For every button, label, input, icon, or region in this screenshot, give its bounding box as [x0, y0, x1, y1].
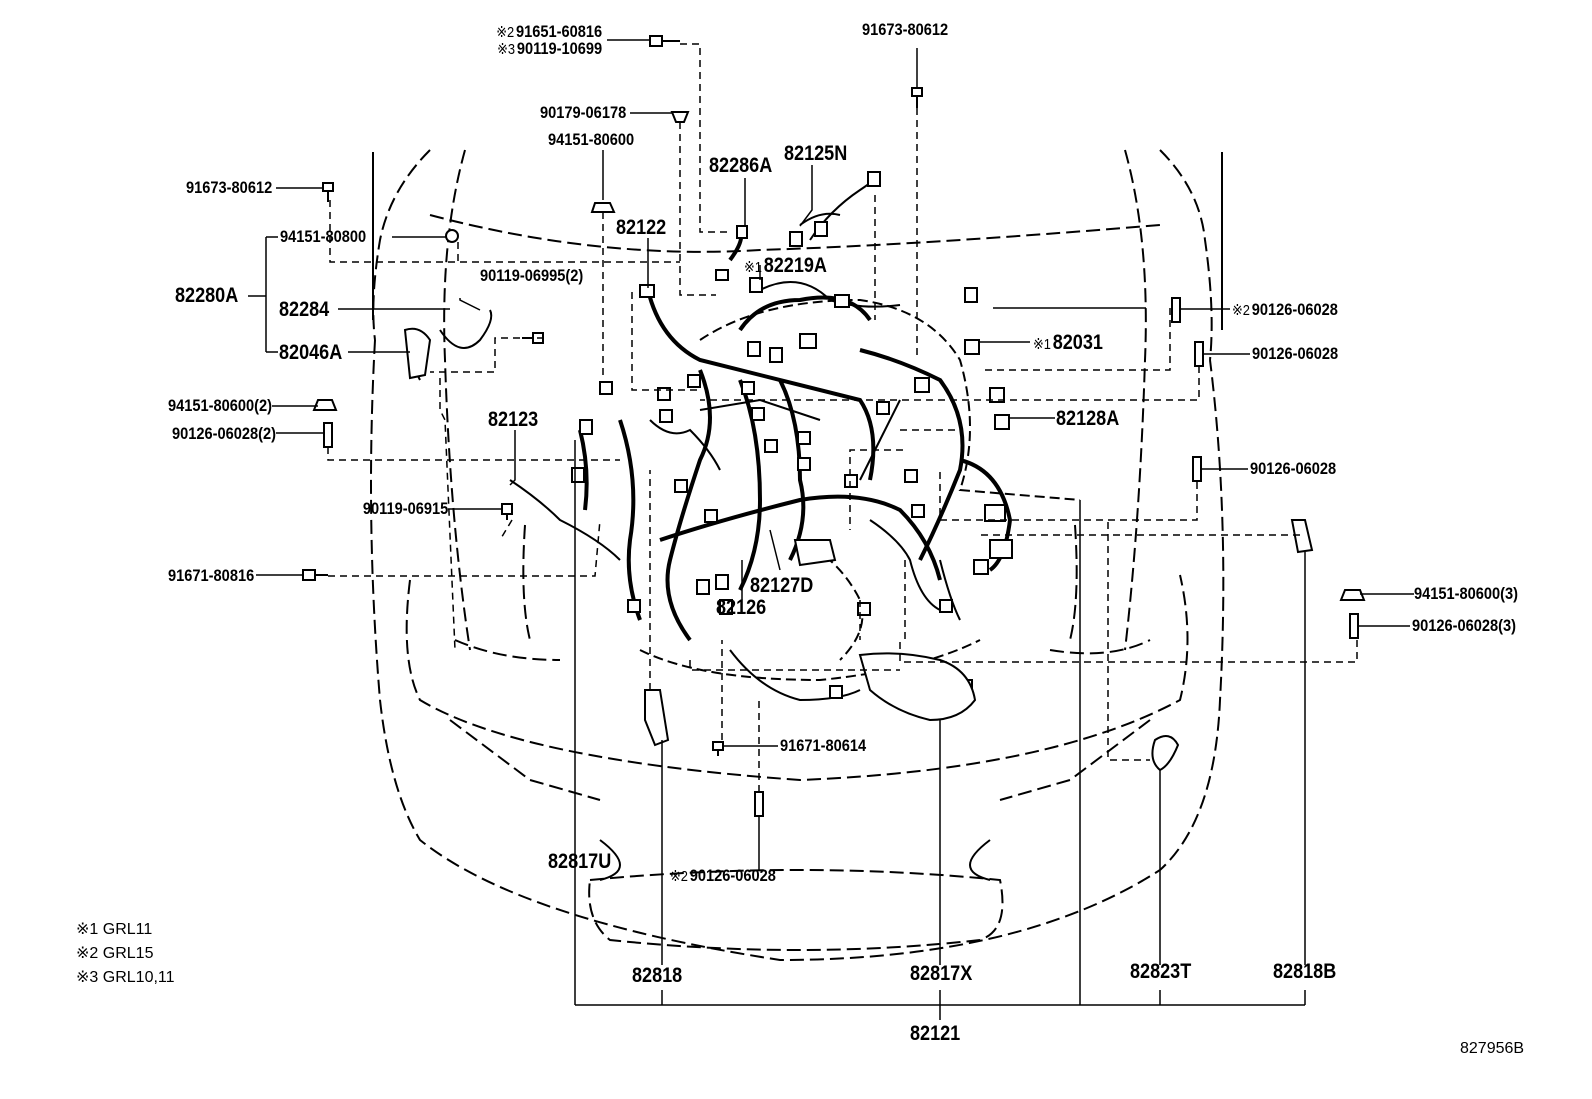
engine-outline — [639, 298, 1081, 682]
side-lines — [372, 152, 1223, 881]
label-94151-80800: 94151-80800 — [280, 227, 367, 246]
label-94151-80600-2: 94151-80600(2) — [167, 396, 272, 415]
label-82818B: 82818B — [1273, 960, 1337, 983]
label-90126-06028-r2: 90126-06028 — [1250, 459, 1337, 478]
label-90126-06028-3: 90126-06028(3) — [1412, 616, 1517, 635]
label-82128A: 82128A — [1056, 407, 1120, 430]
label-82122: 82122 — [616, 216, 667, 239]
clip-icon — [445, 229, 459, 243]
label-82125N: 82125N — [784, 142, 848, 165]
bolt-icon — [649, 35, 680, 47]
nut-icon — [590, 202, 616, 213]
bolt-icon — [302, 569, 328, 581]
stud-icon — [1349, 613, 1359, 639]
clip-icon — [670, 111, 690, 123]
nut-icon — [312, 399, 338, 411]
label-91673-80612-top: 91673-80612 — [862, 20, 949, 39]
figure-reference-id: 827956B — [1460, 1040, 1525, 1057]
label-82817U: 82817U — [548, 850, 612, 873]
label-82818: 82818 — [632, 964, 683, 987]
label-91671-80816: 91671-80816 — [167, 566, 254, 585]
label-82031: ※182031 — [1033, 331, 1103, 354]
label-82280A: 82280A — [175, 284, 239, 307]
stud-icon — [1194, 341, 1204, 367]
label-90119-06995-2: 90119-06995(2) — [480, 266, 584, 285]
body-outline — [370, 149, 1225, 962]
bolt-icon — [501, 503, 513, 520]
harness-fine — [413, 174, 961, 702]
applicability-notes: ※1 GRL11 ※2 GRL15 ※3 GRL10,11 — [76, 918, 175, 990]
bolt-icon — [712, 741, 724, 756]
label-94151-80600: 94151-80600 — [548, 130, 635, 149]
label-82046A: 82046A — [279, 341, 343, 364]
label-94151-80600-3: 94151-80600(3) — [1414, 584, 1519, 603]
label-90119-06915: 90119-06915 — [362, 499, 448, 518]
label-90126-06028-2: 90126-06028(2) — [171, 424, 276, 443]
label-82127D: 82127D — [750, 574, 814, 597]
label-82121: 82121 — [910, 1022, 961, 1045]
label-82284: 82284 — [279, 298, 330, 321]
note-3: ※3 GRL10,11 — [76, 969, 175, 986]
nut-icon — [1339, 589, 1366, 601]
label-90179-06178: 90179-06178 — [539, 103, 626, 122]
protectors — [403, 327, 1314, 772]
stud-icon — [754, 791, 764, 817]
label-91671-80614: 91671-80614 — [780, 736, 867, 755]
note-1: ※1 GRL11 — [76, 921, 153, 938]
label-90126-06028-r1: 90126-06028 — [1252, 344, 1339, 363]
label-91673-80612-left: 91673-80612 — [185, 178, 272, 197]
note-2: ※2 GRL15 — [76, 945, 154, 962]
stud-icon — [1171, 297, 1181, 323]
label-82126: 82126 — [716, 596, 767, 619]
label-82123: 82123 — [488, 408, 539, 431]
harness-main — [578, 229, 1013, 642]
bolt-icon — [911, 87, 923, 108]
reference-dashes — [327, 43, 1358, 792]
connectors — [571, 171, 1013, 699]
bolt-icon — [322, 182, 334, 202]
label-82823T: 82823T — [1130, 960, 1192, 983]
stud-icon — [323, 422, 333, 448]
label-82286A: 82286A — [709, 154, 773, 177]
label-82817X: 82817X — [910, 962, 973, 985]
stud-icon — [1192, 456, 1202, 482]
leader-lines — [248, 39, 1414, 1020]
label-82219A: ※182219A — [744, 254, 827, 277]
